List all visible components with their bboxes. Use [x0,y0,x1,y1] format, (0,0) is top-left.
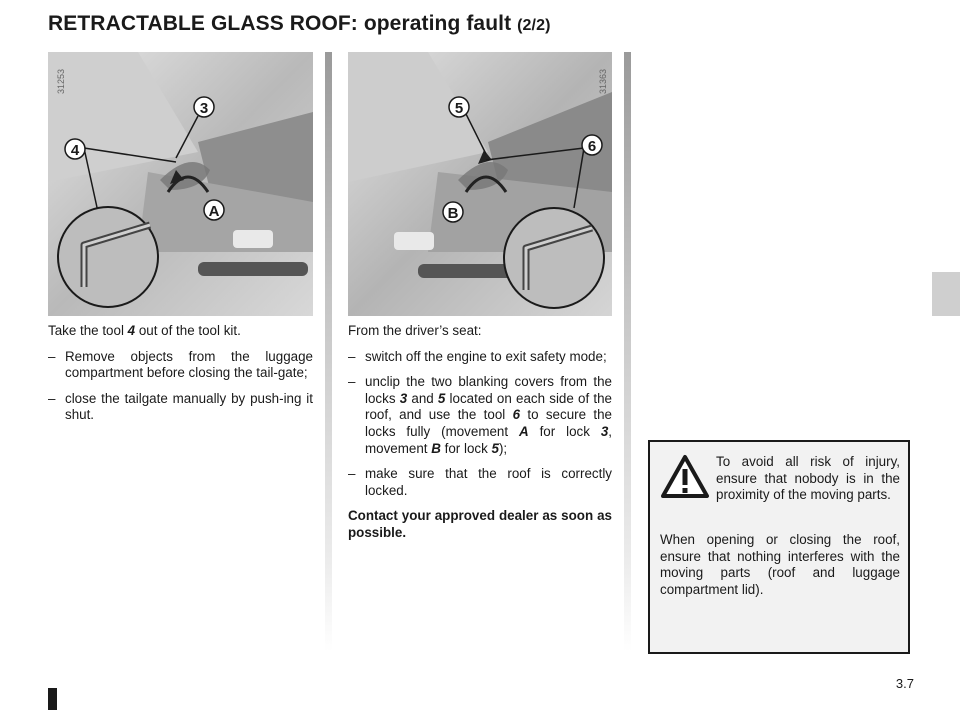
page-title: RETRACTABLE GLASS ROOF: operating fault … [48,12,551,36]
warning-text-1: To avoid all risk of injury, ensure that… [716,454,900,503]
list-item: –Remove objects from the luggage compart… [48,348,313,381]
ref-lock-3: 3 [399,390,408,406]
callout-a-circle [203,199,225,221]
page-title-part: (2/2) [517,17,551,34]
intro-text-end: out of the tool kit. [135,323,241,338]
figure-roof-left: 3 4 A 31253 [48,52,313,316]
tool-4-magnified [57,206,159,308]
ref-lock-3: 3 [600,423,609,439]
movement-a-arrow [166,175,210,193]
roof-interior-illustration-right: 5 6 B [348,52,612,316]
ref-tool-6: 6 [512,407,521,423]
right-text-column: From the driver’s seat: –switch off the … [348,323,612,551]
list-item-text: close the tailgate manually by push-ing … [65,390,313,423]
list-item: –close the tailgate manually by push-ing… [48,390,313,423]
page-edge-mark [48,688,57,710]
list-item-text: switch off the engine to exit safety mod… [365,348,607,364]
movement-b-arrow [464,175,508,193]
tool-6-magnified [503,207,605,309]
list-item: –make sure that the roof is correctly lo… [348,466,612,498]
ref-movement-b: B [431,440,441,456]
warning-triangle-icon [660,454,710,505]
left-text-column: Take the tool 4 out of the tool kit. –Re… [48,323,313,433]
list-item-text: Remove objects from the luggage compartm… [65,348,313,381]
callout-5: 5 [455,100,463,117]
roof-interior-illustration-left: 3 4 A [48,52,313,316]
callout-3-circle [193,96,215,118]
page-title-main: RETRACTABLE GLASS ROOF: operating fault [48,12,512,35]
callout-6-circle [581,134,603,156]
page-number: 3.7 [895,676,914,691]
list-item-text: make sure that the roof is correctly loc… [365,466,612,498]
intro-paragraph: Take the tool 4 out of the tool kit. [48,323,313,340]
column-divider-right [624,52,631,652]
ref-lock-5: 5 [491,440,499,456]
callout-b-circle [442,201,464,223]
callout-5-circle [448,96,470,118]
figure-roof-right: 5 6 B 31363 [348,52,612,316]
contact-dealer-note: Contact your approved dealer as soon as … [348,508,612,540]
list-item: –unclip the two blanking covers from the… [348,374,612,456]
figure-ref-code: 31363 [598,68,608,94]
warning-box: To avoid all risk of injury, ensure that… [648,440,910,654]
column-divider-left [325,52,332,652]
ref-tool-4: 4 [127,323,136,338]
intro-text: Take the tool [48,323,128,338]
callout-a: A [209,203,220,220]
section-tab [932,272,960,316]
callout-b: B [448,205,459,222]
callout-6: 6 [588,138,596,155]
figure-ref-code: 31253 [56,68,66,94]
intro-paragraph: From the driver’s seat: [348,323,482,338]
callout-4-circle [64,138,86,160]
warning-text-2: When opening or closing the roof, ensure… [660,532,900,597]
ref-movement-a: A [519,423,529,439]
callout-3: 3 [200,100,208,117]
latch-5-marker [478,150,492,164]
list-item: –switch off the engine to exit safety mo… [348,348,607,364]
ref-lock-5: 5 [437,390,446,406]
callout-4: 4 [71,142,80,159]
